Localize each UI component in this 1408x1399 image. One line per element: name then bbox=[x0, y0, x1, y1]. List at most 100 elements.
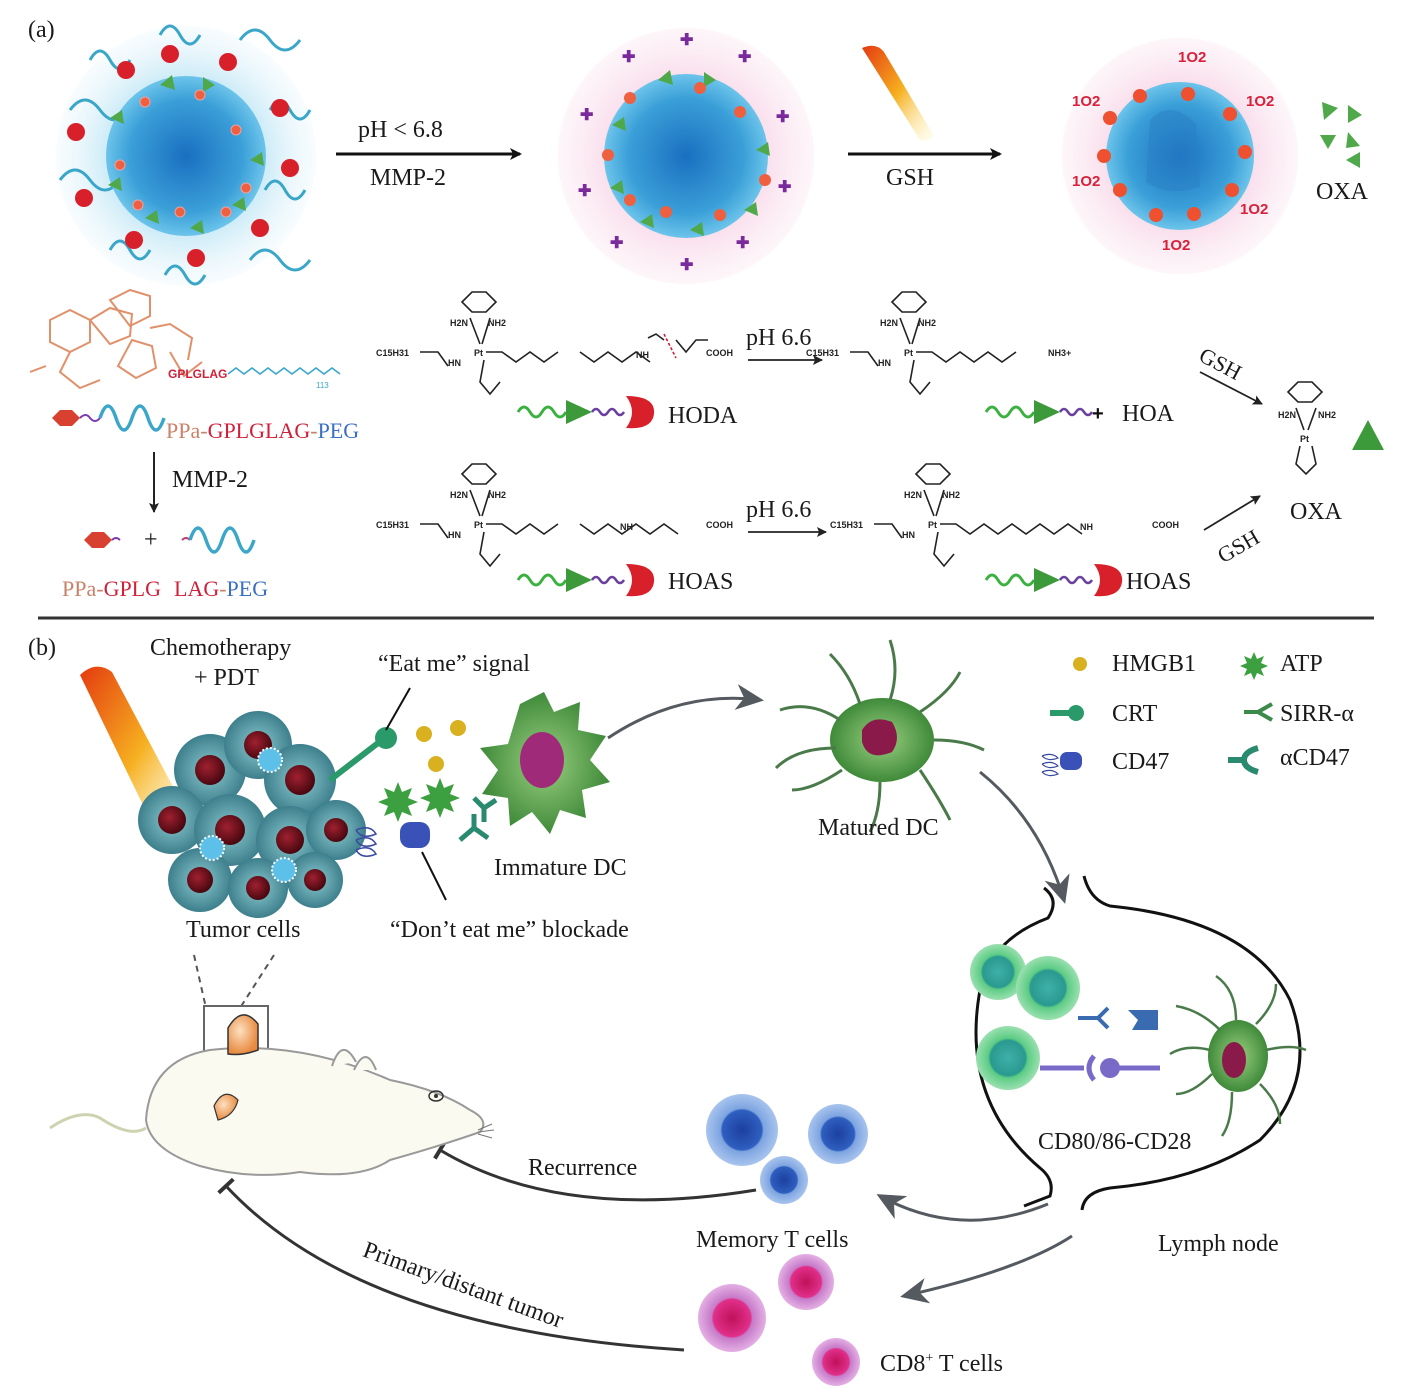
cd8-t-cells bbox=[698, 1254, 860, 1386]
name-part: PPa- bbox=[62, 576, 104, 601]
svg-text:Pt: Pt bbox=[1300, 434, 1309, 444]
released-oxa-label: OXA bbox=[1316, 179, 1368, 205]
light-beam-a bbox=[862, 45, 934, 141]
svg-text:1O2: 1O2 bbox=[1178, 49, 1206, 66]
plus-sign: + bbox=[144, 527, 158, 553]
costim-label: CD80/86-CD28 bbox=[1038, 1129, 1192, 1155]
ppa-structure bbox=[29, 288, 203, 390]
svg-text:C15H31: C15H31 bbox=[830, 520, 863, 530]
red-caps bbox=[67, 45, 299, 267]
svg-text:NH2: NH2 bbox=[918, 318, 936, 328]
nanoparticle-intact bbox=[56, 24, 316, 286]
polymer-icon-hoda bbox=[516, 396, 655, 429]
peptide-peg-chain: GPLGLAG 113 bbox=[168, 367, 341, 390]
mmp2-label: MMP-2 bbox=[172, 467, 249, 493]
svg-text:HN: HN bbox=[878, 358, 891, 368]
ppa-peg-name: PPa-GPLGLAG-PEG bbox=[166, 420, 359, 442]
name-part: - bbox=[310, 418, 318, 443]
svg-text:COOH: COOH bbox=[706, 520, 733, 530]
legend-atp: ATP bbox=[1280, 651, 1323, 677]
name-part: LAG bbox=[174, 576, 220, 601]
svg-text:NH3+: NH3+ bbox=[1048, 348, 1071, 358]
svg-text:Pt: Pt bbox=[928, 520, 937, 530]
panel-b-label: (b) bbox=[28, 635, 56, 661]
released-hmgb1 bbox=[416, 720, 466, 772]
svg-text:NH2: NH2 bbox=[488, 490, 506, 500]
cd8-suffix: T cells bbox=[933, 1351, 1004, 1377]
lymph-node-label: Lymph node bbox=[1158, 1231, 1279, 1257]
row2-condition: pH 6.6 bbox=[746, 497, 812, 523]
svg-text:H2N: H2N bbox=[904, 490, 922, 500]
panel-a-label: (a) bbox=[28, 17, 55, 43]
name-part: - bbox=[219, 576, 227, 601]
matured-dc-label: Matured DC bbox=[818, 815, 939, 841]
row1-condition: pH 6.6 bbox=[746, 325, 812, 351]
inhibition-primary-distant bbox=[217, 1177, 685, 1352]
legend-icons bbox=[1041, 652, 1273, 777]
flow-arrow-lymph-to-cd8 bbox=[900, 1234, 1073, 1304]
singlet-oxygen-labels: 1O2 1O2 1O2 1O2 1O2 1O2 bbox=[1072, 49, 1274, 254]
svg-text:1O2: 1O2 bbox=[1162, 237, 1190, 254]
polymer-icon-hoas-right bbox=[984, 564, 1123, 597]
svg-text:✚: ✚ bbox=[578, 183, 591, 200]
repeat-count: 113 bbox=[316, 381, 329, 390]
step2-reagent: GSH bbox=[886, 165, 935, 191]
released-atp bbox=[378, 778, 460, 822]
hoas-right-label: HOAS bbox=[1126, 569, 1192, 595]
svg-text:Pt: Pt bbox=[474, 520, 483, 530]
released-oxa-triangles bbox=[1320, 102, 1362, 168]
flow-arrow-mature-to-lymph bbox=[979, 770, 1070, 904]
svg-text:1O2: 1O2 bbox=[1072, 93, 1100, 110]
svg-text:1O2: 1O2 bbox=[1246, 93, 1274, 110]
legend-crt: CRT bbox=[1112, 701, 1158, 727]
svg-text:✚: ✚ bbox=[736, 235, 749, 252]
pt-prodrug-structures bbox=[420, 291, 1324, 568]
svg-text:NH2: NH2 bbox=[942, 490, 960, 500]
positive-charge: + bbox=[1092, 403, 1104, 425]
name-part: GPLG bbox=[103, 576, 162, 601]
svg-text:✚: ✚ bbox=[776, 109, 789, 126]
cd8-t-label: CD8+ T cells bbox=[880, 1351, 1004, 1377]
svg-text:1O2: 1O2 bbox=[1072, 173, 1100, 190]
svg-text:1O2: 1O2 bbox=[1240, 201, 1268, 218]
svg-text:✚: ✚ bbox=[622, 49, 635, 66]
cd8-prefix: CD8 bbox=[880, 1351, 926, 1377]
svg-text:NH: NH bbox=[1080, 522, 1093, 532]
svg-text:✚: ✚ bbox=[680, 32, 693, 49]
nanoparticle-released bbox=[1062, 38, 1298, 274]
reaction-arrows bbox=[748, 355, 1263, 537]
svg-text:NH2: NH2 bbox=[1318, 410, 1336, 420]
svg-text:Pt: Pt bbox=[904, 348, 913, 358]
hoas-left-label: HOAS bbox=[668, 569, 734, 595]
svg-text:Pt: Pt bbox=[474, 348, 483, 358]
memory-t-cells bbox=[706, 1094, 868, 1204]
product2-name: LAG-PEG bbox=[174, 578, 268, 600]
cd8-sup: + bbox=[925, 1351, 934, 1366]
name-part: GPLGLAG bbox=[207, 418, 311, 443]
chem-atom-labels: C15H31 HN H2N NH2 Pt NH COOH C15H31 HN H… bbox=[376, 318, 1336, 540]
immature-dc-label: Immature DC bbox=[494, 855, 627, 881]
step1-condition: pH < 6.8 bbox=[358, 117, 443, 143]
name-part: PEG bbox=[317, 418, 360, 443]
svg-text:✚: ✚ bbox=[778, 179, 791, 196]
crt-on-tumor bbox=[328, 687, 411, 783]
flow-arrow-lymph-to-memory bbox=[876, 1194, 1049, 1222]
tumor-cells-label: Tumor cells bbox=[186, 917, 301, 943]
step1-enzyme: MMP-2 bbox=[370, 165, 447, 191]
legend-hmgb1: HMGB1 bbox=[1112, 651, 1197, 677]
treatment-line2: + PDT bbox=[194, 665, 259, 691]
anti-cd47-antibodies bbox=[458, 796, 498, 842]
lymph-node-outline bbox=[974, 875, 1302, 1211]
svg-text:✚: ✚ bbox=[680, 257, 693, 274]
svg-text:✚: ✚ bbox=[738, 49, 751, 66]
legend-sirp-alpha: SIRR-α bbox=[1280, 701, 1354, 727]
svg-text:H2N: H2N bbox=[450, 318, 468, 328]
product1-name: PPa-GPLG bbox=[62, 578, 161, 600]
matured-dc bbox=[774, 639, 985, 833]
svg-text:H2N: H2N bbox=[880, 318, 898, 328]
lymph-t-cells bbox=[970, 944, 1160, 1090]
name-part: PPa- bbox=[166, 418, 208, 443]
final-oxa-label: OXA bbox=[1290, 499, 1342, 525]
svg-text:C15H31: C15H31 bbox=[376, 520, 409, 530]
